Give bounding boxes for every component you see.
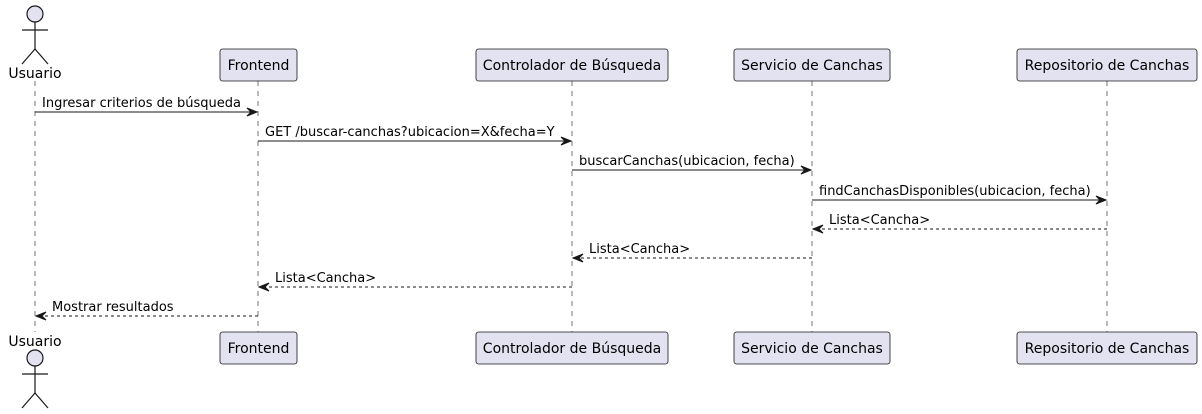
- message-1: Ingresar criterios de búsqueda: [35, 96, 259, 117]
- arrowhead-icon: [560, 136, 573, 146]
- message-label: buscarCanchas(ubicacion, fecha): [579, 154, 795, 169]
- participant-boxes: UsuarioUsuarioFrontendFrontendControlado…: [8, 5, 1198, 409]
- message-8: Mostrar resultados: [34, 300, 258, 321]
- actor-icon: [21, 5, 49, 65]
- participant-label: Frontend: [228, 341, 290, 357]
- participant-box-top-controlador: Controlador de Búsqueda: [475, 48, 669, 82]
- message-label: GET /buscar-canchas?ubicacion=X&fecha=Y: [265, 125, 555, 140]
- message-label: Mostrar resultados: [52, 300, 174, 315]
- actor-label: Usuario: [8, 66, 61, 82]
- participant-box-top-frontend: Frontend: [219, 48, 298, 82]
- participant-box-top-repositorio: Repositorio de Canchas: [1016, 48, 1198, 82]
- actor-top-0: Usuario: [8, 5, 62, 82]
- arrowhead-icon: [246, 107, 259, 117]
- participant-box-bottom-servicio: Servicio de Canchas: [733, 331, 891, 365]
- arrowhead-icon: [811, 224, 824, 234]
- lifelines: [34, 81, 1108, 332]
- participant-box-bottom-frontend: Frontend: [219, 331, 298, 365]
- participant-box-top-servicio: Servicio de Canchas: [733, 48, 891, 82]
- participant-label: Repositorio de Canchas: [1025, 58, 1190, 74]
- actor-label: Usuario: [8, 334, 61, 350]
- actor-icon: [21, 349, 49, 409]
- message-label: Lista<Cancha>: [589, 242, 690, 257]
- participant-label: Frontend: [228, 58, 290, 74]
- arrowhead-icon: [1095, 195, 1108, 205]
- message-label: Lista<Cancha>: [275, 271, 376, 286]
- message-label: Ingresar criterios de búsqueda: [42, 96, 241, 111]
- arrowhead-icon: [257, 282, 270, 292]
- participant-box-bottom-repositorio: Repositorio de Canchas: [1016, 331, 1198, 365]
- arrowhead-icon: [800, 165, 813, 175]
- message-5: Lista<Cancha>: [811, 213, 1107, 234]
- message-label: findCanchasDisponibles(ubicacion, fecha): [819, 184, 1091, 199]
- message-7: Lista<Cancha>: [257, 271, 572, 292]
- participant-label: Controlador de Búsqueda: [483, 341, 661, 357]
- arrowhead-icon: [34, 311, 47, 321]
- message-label: Lista<Cancha>: [829, 213, 930, 228]
- actor-bottom-0: Usuario: [8, 334, 62, 409]
- participant-label: Repositorio de Canchas: [1025, 341, 1190, 357]
- arrowhead-icon: [571, 253, 584, 263]
- participant-label: Servicio de Canchas: [741, 58, 883, 74]
- participant-box-bottom-controlador: Controlador de Búsqueda: [475, 331, 669, 365]
- message-3: buscarCanchas(ubicacion, fecha): [572, 154, 813, 175]
- message-4: findCanchasDisponibles(ubicacion, fecha): [812, 184, 1108, 205]
- participant-label: Servicio de Canchas: [741, 341, 883, 357]
- message-6: Lista<Cancha>: [571, 242, 812, 263]
- participant-label: Controlador de Búsqueda: [483, 58, 661, 74]
- message-2: GET /buscar-canchas?ubicacion=X&fecha=Y: [258, 125, 573, 146]
